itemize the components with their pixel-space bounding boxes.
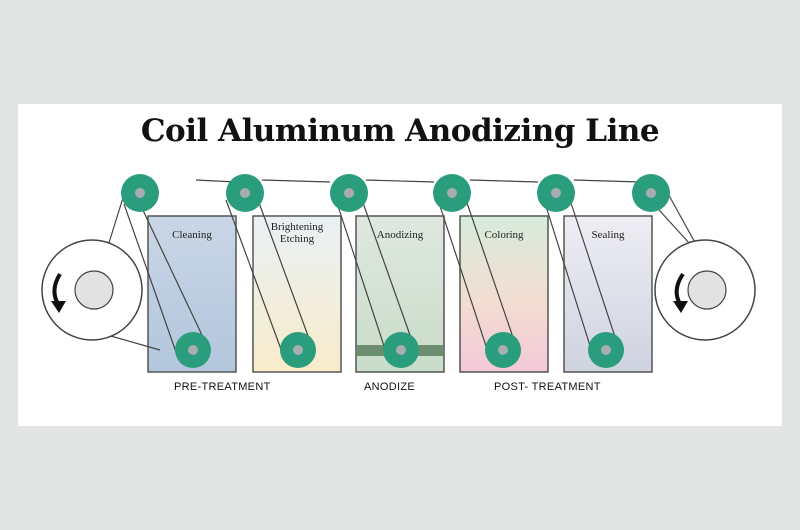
roller-bottom-anodizing bbox=[383, 332, 419, 368]
stage-label-pre-treatment: PRE-TREATMENT bbox=[174, 381, 271, 393]
right-coil bbox=[654, 239, 756, 341]
roller-bottom-coloring bbox=[485, 332, 521, 368]
roller-top-4 bbox=[433, 174, 471, 212]
tank-label-cleaning: Cleaning bbox=[172, 229, 212, 241]
roller-top-1 bbox=[121, 174, 159, 212]
roller-bottom-sealing bbox=[588, 332, 624, 368]
roller-bottom-cleaning bbox=[175, 332, 211, 368]
bottom-rollers bbox=[175, 332, 624, 368]
tank-label-sealing: Sealing bbox=[591, 229, 625, 241]
tank-label-anodizing: Anodizing bbox=[376, 229, 424, 241]
arrowhead-icon bbox=[673, 301, 688, 313]
stage-label-anodize: ANODIZE bbox=[364, 381, 415, 393]
top-rollers bbox=[121, 174, 670, 212]
roller-top-5 bbox=[537, 174, 575, 212]
roller-top-3 bbox=[330, 174, 368, 212]
stage-label-post-treatment: POST- TREATMENT bbox=[494, 381, 601, 393]
tank-label-coloring: Coloring bbox=[484, 229, 524, 241]
left-coil bbox=[41, 239, 143, 341]
roller-bottom-etching bbox=[280, 332, 316, 368]
roller-top-6 bbox=[632, 174, 670, 212]
roller-top-2 bbox=[226, 174, 264, 212]
arrowhead-icon bbox=[51, 301, 66, 313]
diagram-title: Coil Aluminum Anodizing Line bbox=[140, 113, 660, 149]
